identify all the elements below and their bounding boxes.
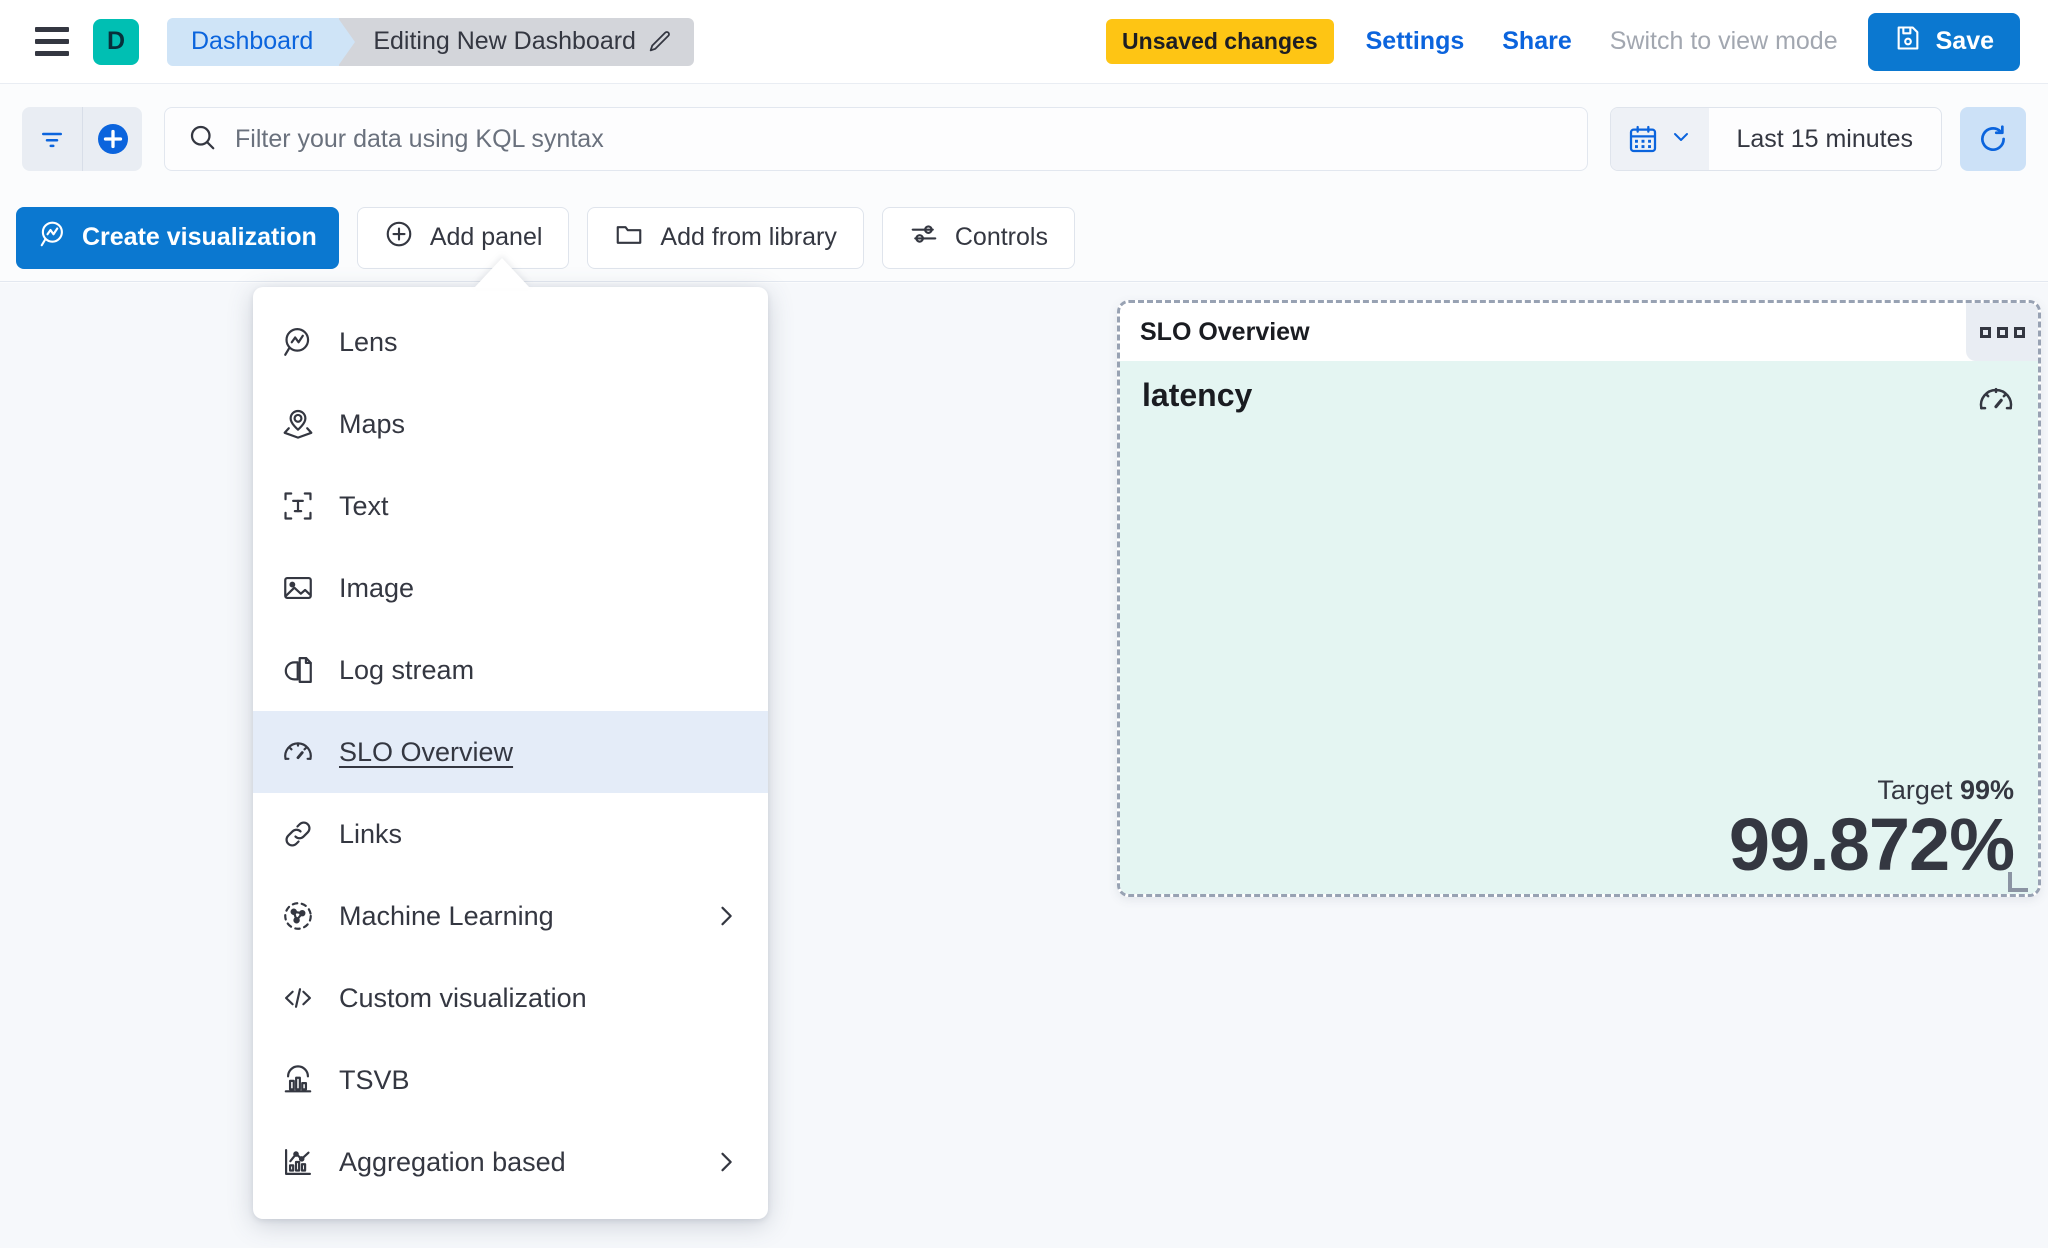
menu-item-image[interactable]: Image (253, 547, 768, 629)
menu-item-machine-learning[interactable]: Machine Learning (253, 875, 768, 957)
add-panel-button[interactable]: Add panel (356, 206, 570, 269)
controls-button[interactable]: Controls (881, 206, 1075, 269)
breadcrumb-item-current[interactable]: Editing New Dashboard (339, 17, 694, 66)
slo-sli-value: 99.872% (1728, 803, 2015, 886)
menu-item-label: TSVB (339, 1064, 410, 1095)
date-range-value[interactable]: Last 15 minutes (1736, 124, 1914, 153)
save-button-label: Save (1935, 27, 1994, 55)
slo-target: Target 99% (1142, 775, 2014, 806)
menu-item-label: Lens (339, 326, 398, 357)
panel-body: latency Target 99% 99.872% (1120, 361, 2038, 894)
agg-chart-icon (281, 1145, 315, 1179)
circle-plus-icon (384, 219, 414, 256)
create-visualization-button[interactable]: Create visualization (16, 206, 339, 269)
code-icon (281, 981, 315, 1015)
chevron-right-icon (712, 1148, 740, 1176)
controls-label: Controls (954, 223, 1048, 251)
hamburger-menu-icon[interactable] (30, 20, 74, 64)
panel-title[interactable]: SLO Overview (1140, 317, 1310, 346)
add-from-library-button[interactable]: Add from library (587, 206, 864, 269)
menu-item-label: Links (339, 818, 403, 849)
breadcrumb-current-label: Editing New Dashboard (373, 27, 636, 55)
chevron-down-icon (1669, 125, 1693, 154)
create-visualization-label: Create visualization (82, 223, 317, 251)
share-link[interactable]: Share (1502, 27, 1572, 55)
menu-item-label: SLO Overview (339, 736, 514, 767)
ctx-dot (1996, 326, 2008, 338)
add-filter-button[interactable] (82, 107, 142, 171)
search-input-placeholder: Filter your data using KQL syntax (235, 124, 604, 153)
menu-pointer-arrow (474, 258, 530, 288)
controls-icon (909, 219, 939, 256)
panel-header: SLO Overview (1120, 303, 2038, 361)
menu-item-text[interactable]: Text (253, 465, 768, 547)
gauge-icon (1976, 379, 2016, 424)
map-pin-icon (281, 407, 315, 441)
breadcrumb: Dashboard Editing New Dashboard (167, 17, 694, 66)
menu-item-tsvb[interactable]: TSVB (253, 1039, 768, 1121)
menu-item-log-stream[interactable]: Log stream (253, 629, 768, 711)
unsaved-changes-badge[interactable]: Unsaved changes (1106, 19, 1334, 64)
search-icon (187, 122, 217, 157)
slo-target-label: Target (1877, 775, 1953, 805)
menu-item-label: Custom visualization (339, 982, 587, 1013)
lens-icon (281, 325, 315, 359)
hamburger-bar (35, 51, 69, 56)
settings-link[interactable]: Settings (1365, 27, 1465, 55)
slo-metric-name: latency (1142, 377, 1253, 413)
chevron-right-icon (712, 902, 740, 930)
gauge-icon (281, 735, 315, 769)
menu-item-label: Maps (339, 408, 406, 439)
pencil-icon[interactable] (647, 29, 672, 54)
menu-item-maps[interactable]: Maps (253, 383, 768, 465)
menu-item-lens[interactable]: Lens (253, 301, 768, 383)
app-header: D Dashboard Editing New Dashboard Unsave… (0, 0, 2048, 84)
text-box-icon (281, 489, 315, 523)
link-icon (281, 817, 315, 851)
save-button[interactable]: Save (1867, 12, 2020, 71)
breadcrumb-home-label: Dashboard (191, 27, 314, 55)
menu-item-aggregation-based[interactable]: Aggregation based (253, 1121, 768, 1203)
space-avatar[interactable]: D (93, 18, 139, 65)
resize-handle-icon[interactable] (2008, 872, 2028, 892)
slo-summary: Target 99% 99.872% (1142, 775, 2015, 886)
calendar-icon[interactable] (1610, 108, 1709, 170)
tsvb-icon (281, 1063, 315, 1097)
hamburger-bar (35, 39, 69, 44)
dashboard-toolbar: Create visualization Add panel Add from … (0, 194, 2048, 282)
ctx-dot (2013, 326, 2025, 338)
menu-item-label: Log stream (339, 654, 475, 685)
add-from-library-label: Add from library (660, 223, 837, 251)
breadcrumb-item-dashboard[interactable]: Dashboard (167, 17, 356, 66)
date-range-picker: Last 15 minutes (1609, 107, 1942, 171)
log-stream-icon (281, 653, 315, 687)
menu-item-label: Text (339, 490, 389, 521)
slo-overview-panel[interactable]: SLO Overview latency Target 99% (1117, 300, 2041, 897)
menu-item-slo-overview[interactable]: SLO Overview (253, 711, 768, 793)
floppy-disk-icon (1894, 24, 1922, 59)
image-icon (281, 571, 315, 605)
filter-button-group (22, 107, 142, 171)
ml-nodes-icon (281, 899, 315, 933)
add-panel-label: Add panel (429, 223, 543, 251)
switch-to-view-mode-link[interactable]: Switch to view mode (1609, 27, 1838, 55)
folder-icon (614, 219, 644, 256)
slo-target-value: 99% (1959, 775, 2014, 805)
menu-item-label: Machine Learning (339, 900, 554, 931)
refresh-button[interactable] (1960, 107, 2026, 171)
search-input[interactable]: Filter your data using KQL syntax (164, 107, 1588, 171)
header-actions: Unsaved changes Settings Share Switch to… (1106, 12, 2048, 71)
filter-icon[interactable] (22, 107, 82, 171)
panel-context-menu-icon[interactable] (1966, 303, 2038, 361)
query-bar: Filter your data using KQL syntax (0, 84, 2048, 194)
menu-item-label: Aggregation based (339, 1146, 566, 1177)
menu-item-links[interactable]: Links (253, 793, 768, 875)
ctx-dot (1979, 326, 1991, 338)
lens-icon (38, 219, 68, 256)
menu-item-label: Image (339, 572, 415, 603)
hamburger-bar (35, 27, 69, 32)
menu-item-custom-visualization[interactable]: Custom visualization (253, 957, 768, 1039)
